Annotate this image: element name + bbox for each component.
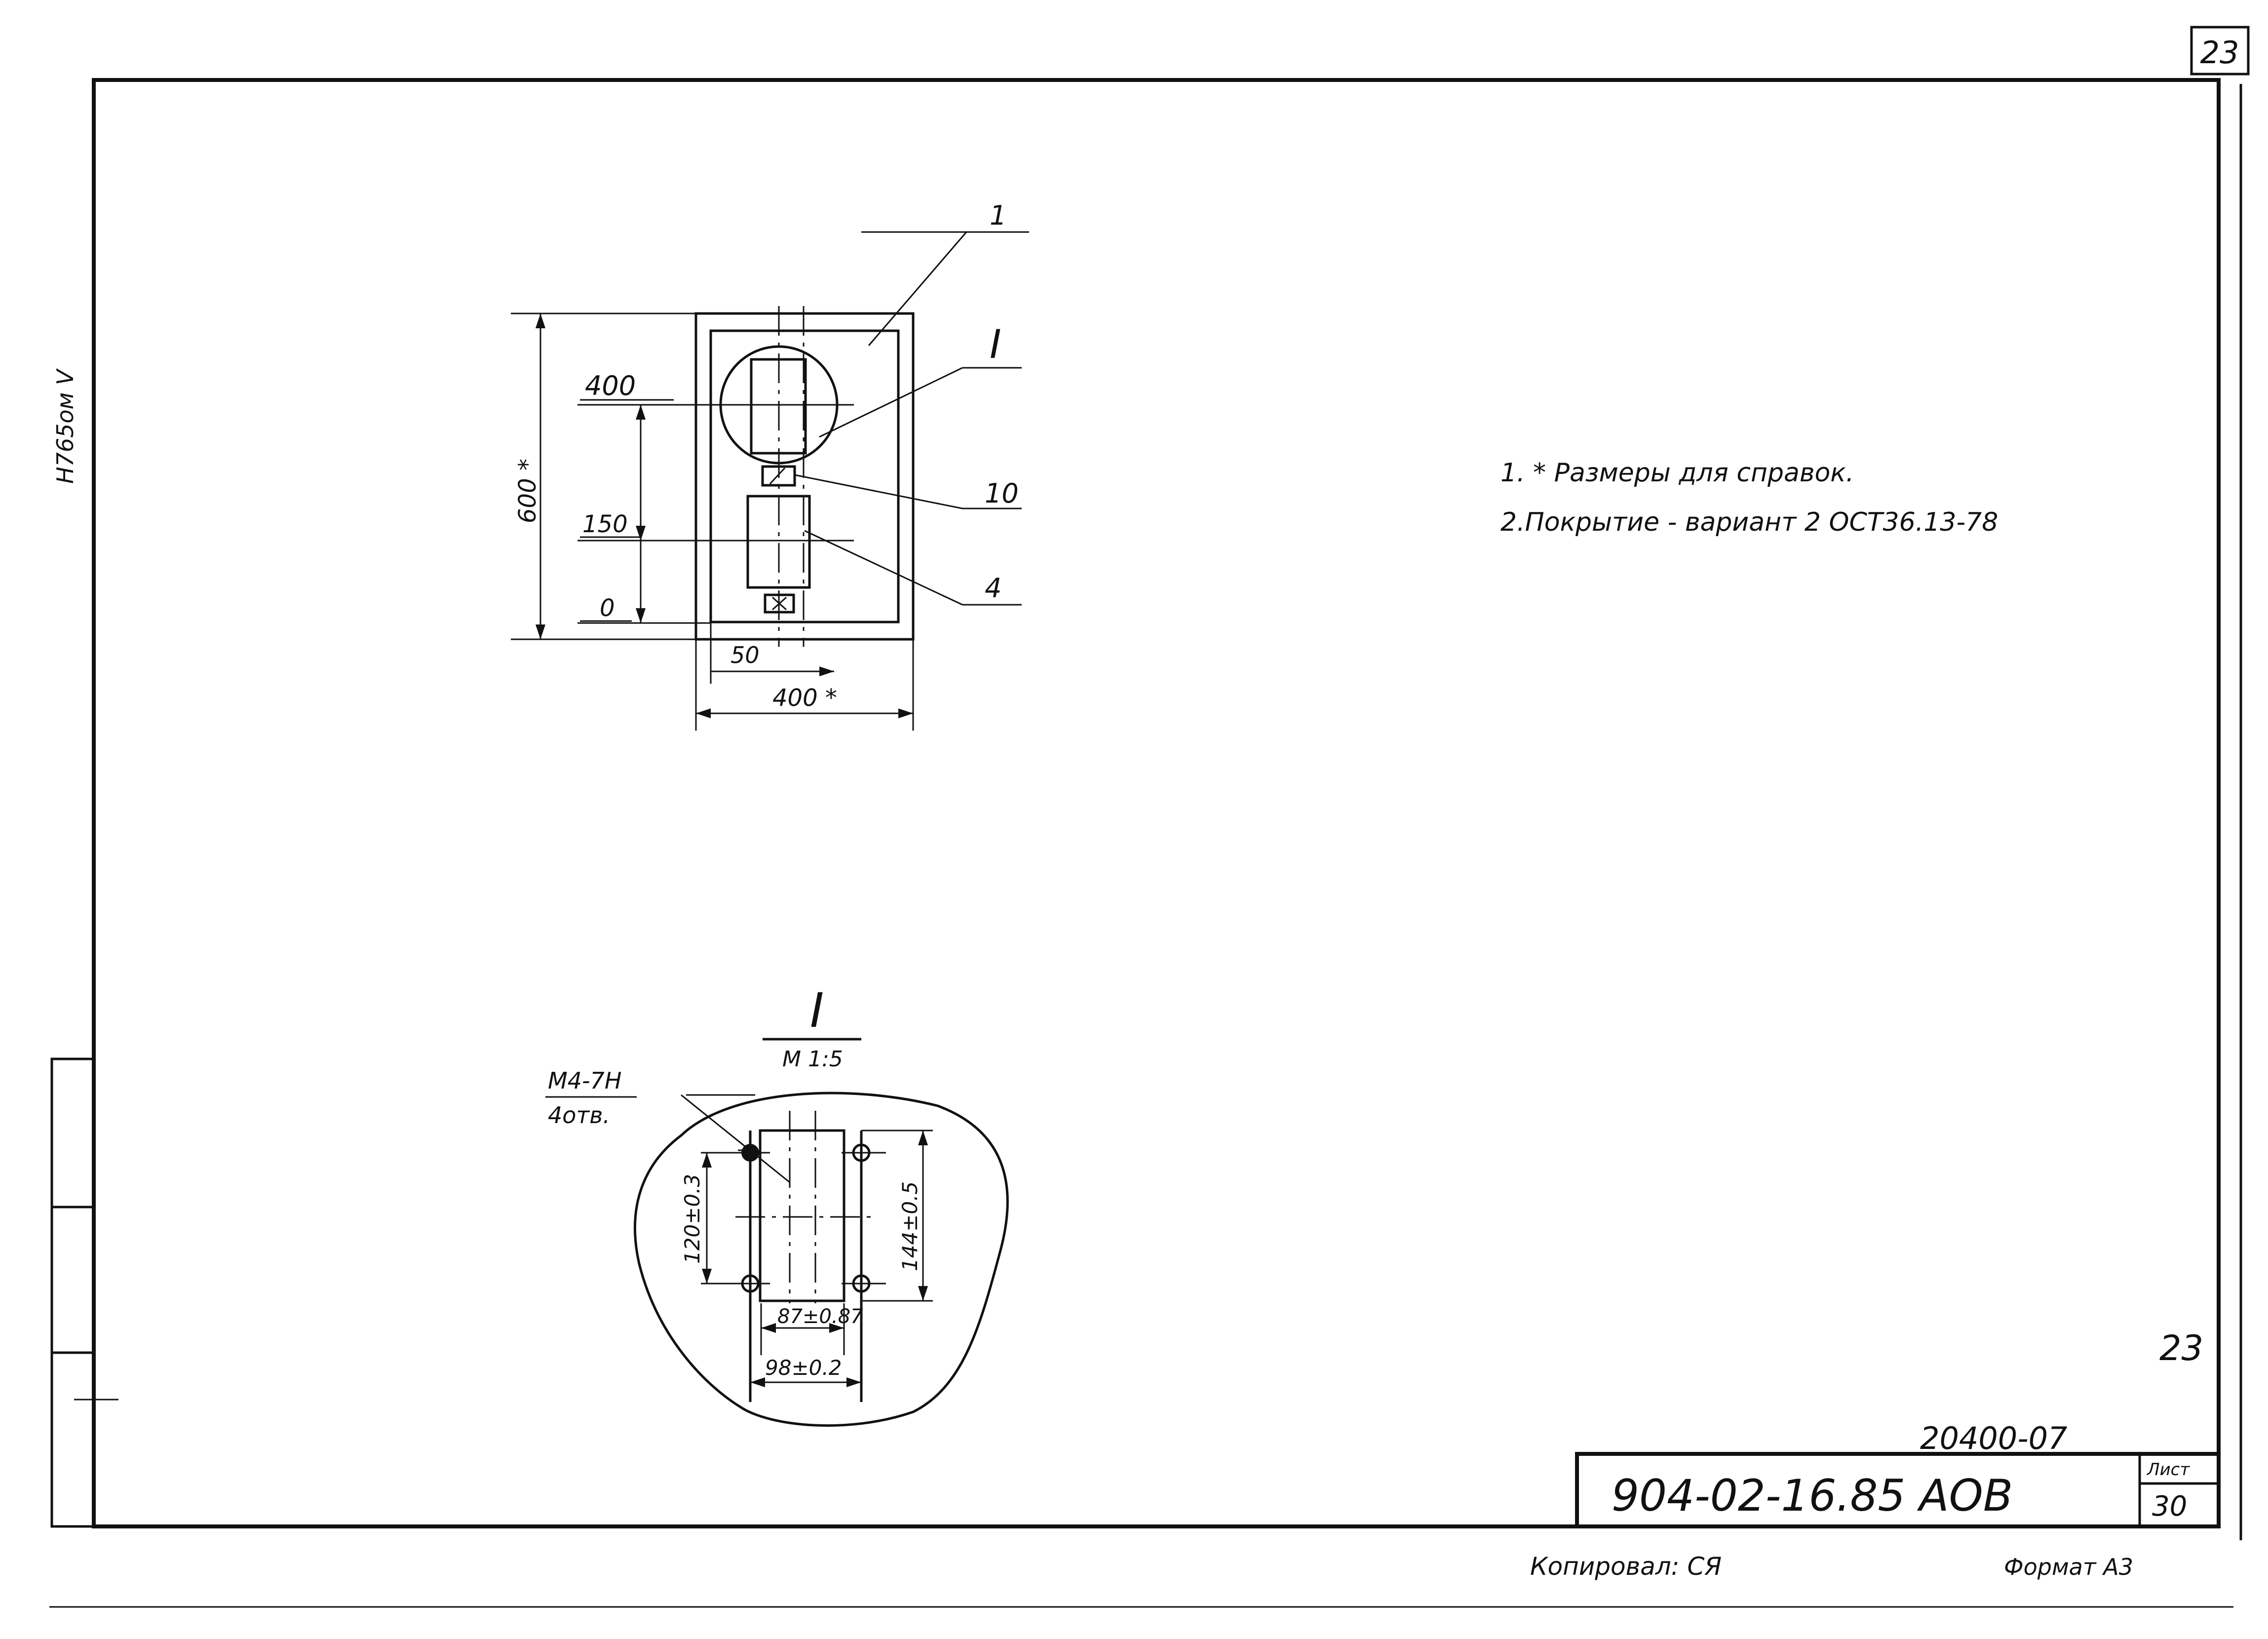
page-number: 23 [2200,35,2239,71]
width-dimension: 400 * [772,684,837,712]
level-150-label: 150 [582,510,628,538]
cutout-height-dimension: 144±0.5 [898,1181,922,1271]
sheet-label: Лист [2146,1460,2190,1480]
copied-by: Копировал: СЯ [1530,1552,1722,1581]
offset-50-dimension: 50 [730,642,760,668]
main-view: 400 150 0 600 * 50 400 * [511,200,1029,731]
reference-number: 20400-07 [1920,1420,2068,1456]
hole-spacing-horizontal-dimension: 98±0.2 [765,1356,842,1380]
detail-view: I M 1:5 M4-7H 4отв. [545,983,1009,1427]
title-block: 23 20400-07 904-02-16.85 АОВ Лист 30 [1575,1328,2221,1528]
archive-stamp: Н765ом V [52,368,78,484]
panel-inner-outline [709,329,900,624]
level-0-label: 0 [600,594,615,622]
sheet-value: 30 [2152,1490,2187,1522]
note-line-1: 1. * Размеры для справок. [1500,458,1854,488]
sheet-frame [49,78,2242,1608]
page-number-box: 23 [2190,26,2250,76]
hole-spacing-vertical-dimension: 120±0.3 [680,1174,704,1264]
panel-outline [694,312,915,641]
detail-break-outline [633,1092,1009,1427]
callout-4: 4 [985,573,1001,604]
note-line-2: 2.Покрытие - вариант 2 ОСТ36.13-78 [1500,507,1998,537]
height-dimension: 600 * [514,459,541,523]
callout-10: 10 [985,478,1019,509]
drawing-designation: 904-02-16.85 АОВ [1612,1470,2013,1521]
thread-spec: M4-7H [548,1067,621,1094]
detail-scale: M 1:5 [782,1047,843,1072]
hole-count: 4отв. [548,1102,610,1129]
detail-title: I [810,983,824,1038]
level-400-label: 400 [585,370,636,401]
detail-device-outline [759,1129,846,1302]
cutout-width-dimension: 87±0.87 [777,1305,863,1328]
callout-1: 1 [990,200,1006,231]
paper-format: Формат А3 [2004,1554,2133,1580]
sheet-note-number: 23 [2159,1328,2203,1368]
callout-detail-I: I [990,321,1001,367]
